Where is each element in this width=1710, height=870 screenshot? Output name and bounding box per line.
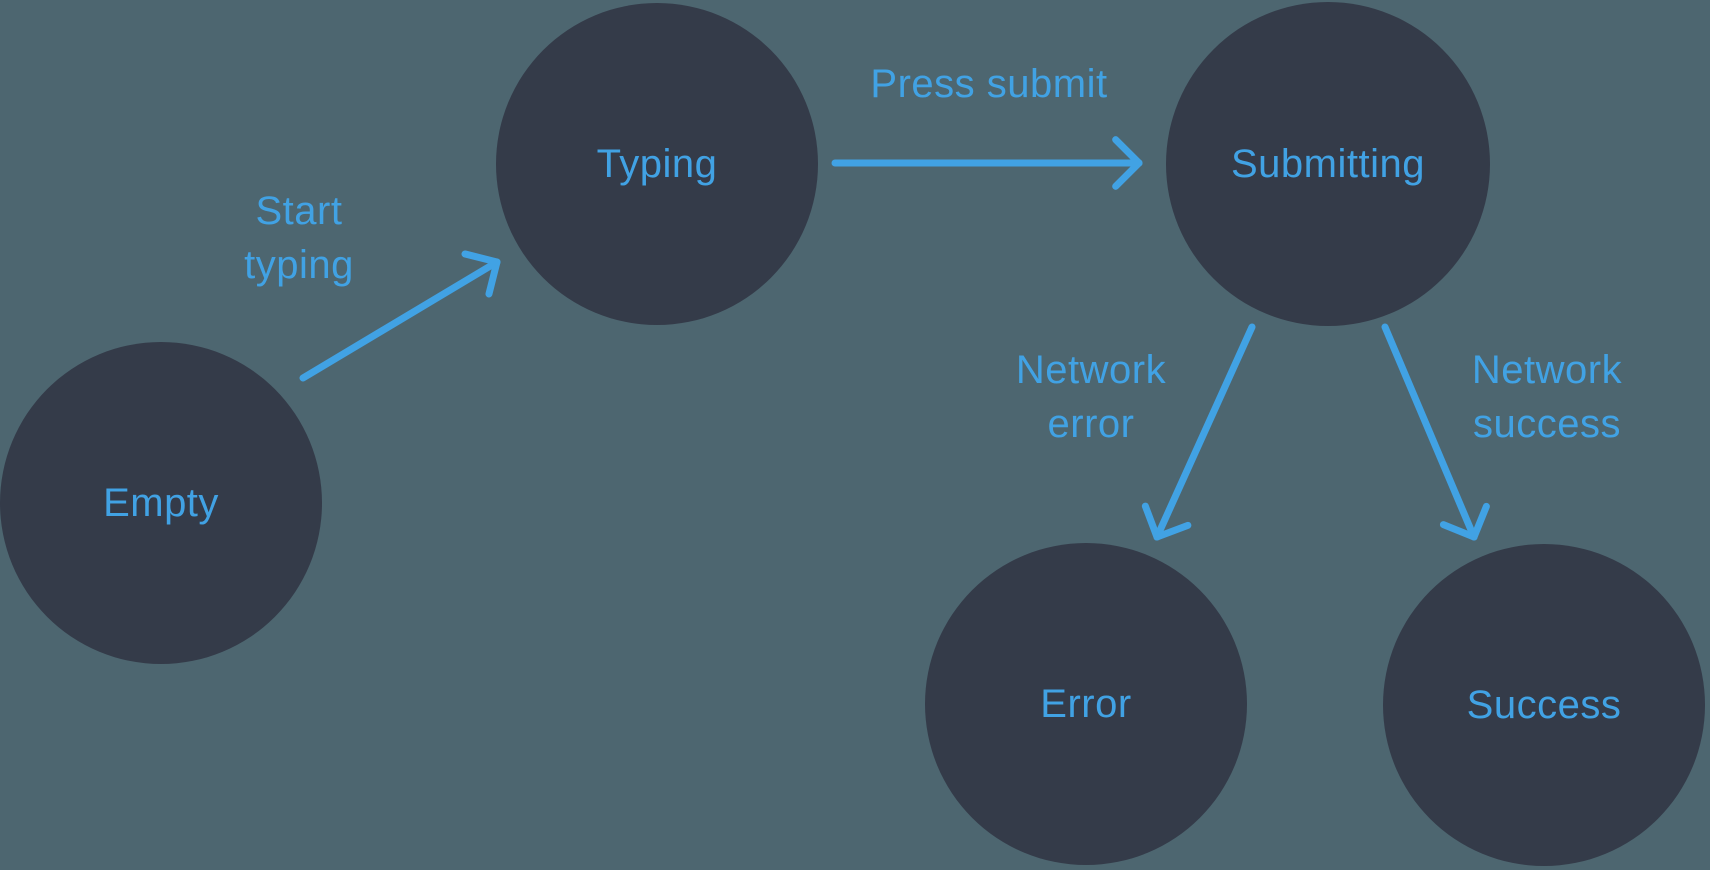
state-label-submitting: Submitting xyxy=(1231,141,1425,186)
arrowhead-icon xyxy=(1112,159,1143,190)
transition-label-line: Press submit xyxy=(870,62,1108,106)
transition-label-line: success xyxy=(1472,402,1621,446)
state-label-error: Error xyxy=(1040,681,1132,726)
transition-arrow-press-submit xyxy=(831,136,1143,190)
arrowhead-icon xyxy=(1439,521,1478,541)
arrowhead-icon xyxy=(1470,502,1490,541)
transition-label-network-success: Network success xyxy=(1472,343,1622,451)
transition-label-press-submit: Press submit xyxy=(870,57,1107,111)
transition-label-network-error: Network error xyxy=(1016,343,1166,451)
arrow-shaft xyxy=(1153,323,1256,541)
state-label-empty: Empty xyxy=(103,480,219,525)
arrowhead-icon xyxy=(1112,136,1143,167)
arrowhead-icon xyxy=(485,258,501,298)
state-node-typing: Typing xyxy=(496,3,818,325)
transition-label-line: Start xyxy=(255,189,343,233)
transition-label-line: typing xyxy=(244,243,354,287)
arrowhead-icon xyxy=(1141,502,1161,541)
transition-label-line: Network xyxy=(1471,348,1623,392)
state-node-success: Success xyxy=(1383,544,1705,866)
state-node-error: Error xyxy=(925,543,1247,865)
state-node-empty: Empty xyxy=(0,342,322,664)
state-label-typing: Typing xyxy=(596,141,718,186)
arrowhead-icon xyxy=(461,250,501,266)
transition-label-line: Network xyxy=(1015,348,1167,392)
transition-label-line: error xyxy=(1047,402,1135,446)
transition-label-start-typing: Start typing xyxy=(244,184,354,292)
state-label-success: Success xyxy=(1466,682,1622,727)
state-node-submitting: Submitting xyxy=(1166,2,1490,326)
arrow-shaft xyxy=(1381,323,1478,541)
arrowhead-icon xyxy=(1153,521,1192,541)
